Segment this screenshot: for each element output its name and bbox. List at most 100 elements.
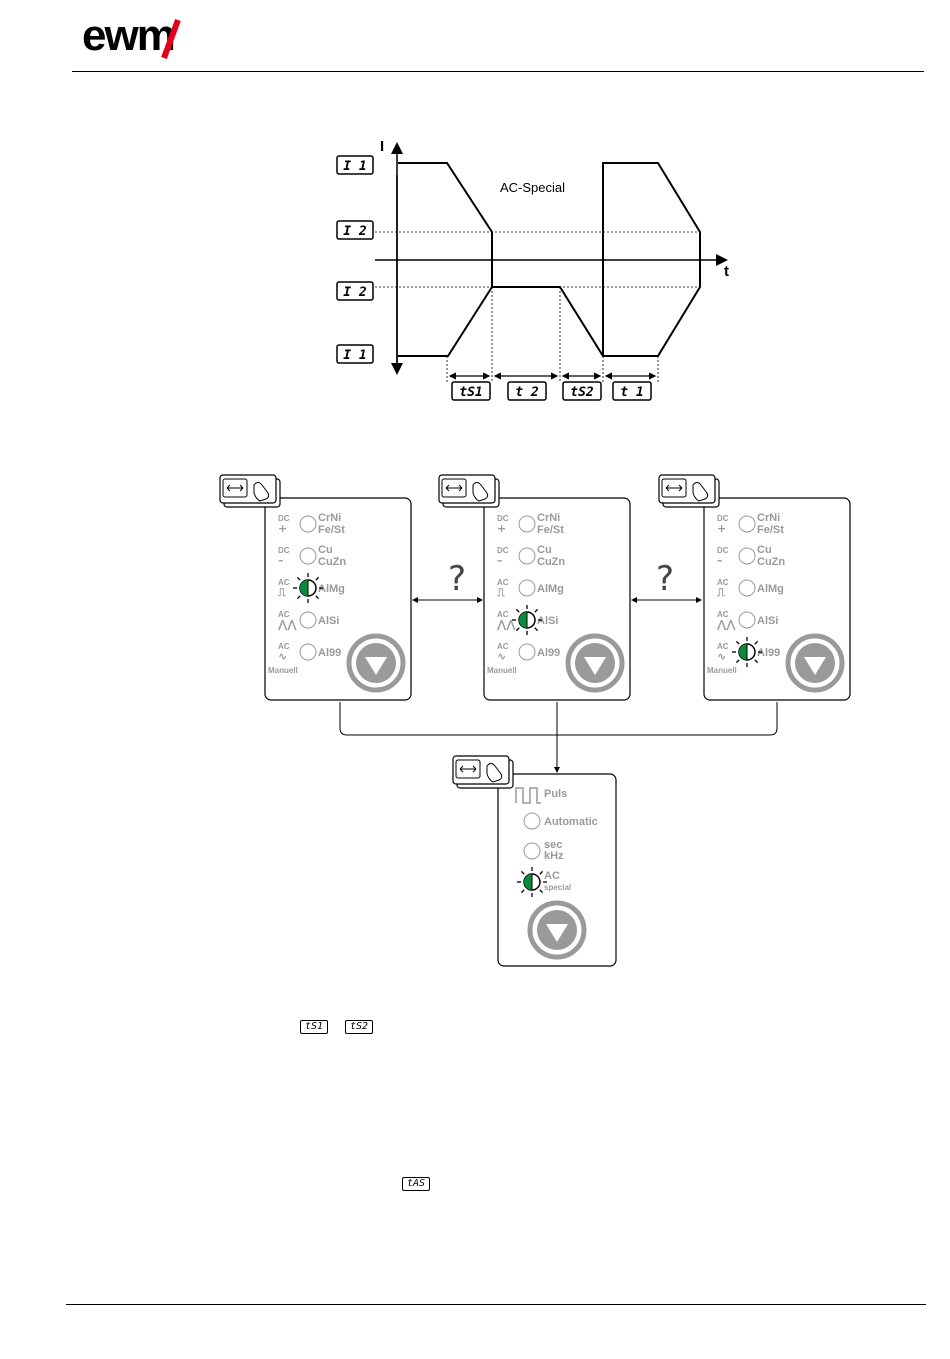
- current-label-i1-bottom: I 1: [336, 344, 374, 364]
- row-sign: ⋀⋀: [278, 618, 297, 631]
- hand-press-icon: [472, 482, 489, 502]
- mode-led: [738, 547, 756, 565]
- row-prefix: AC: [497, 642, 509, 651]
- svg-text:tS1: tS1: [459, 385, 482, 400]
- row-prefix: DC: [497, 514, 509, 523]
- row-label: AlSi: [318, 615, 339, 627]
- row-sign: ⋀⋀: [717, 618, 736, 631]
- time-label-t2: t 2: [507, 381, 547, 401]
- inline-code-ts1: tS1: [300, 1020, 328, 1034]
- row-sign: ∿: [717, 650, 726, 663]
- select-key-3[interactable]: [658, 474, 720, 508]
- inline-code-tas: tAS: [402, 1177, 430, 1191]
- brand-text: ewm: [82, 12, 174, 60]
- hand-press-icon: [253, 482, 270, 502]
- mode-led: [512, 605, 542, 635]
- svg-text:I 2: I 2: [343, 224, 367, 239]
- row-sign: –: [497, 554, 503, 567]
- row-sign: +: [717, 522, 726, 535]
- brand-slash: [161, 18, 181, 60]
- question-mark-2: ?: [656, 559, 674, 599]
- control-panels: DC+CrNiFe/StDC–CuCuZnAC⎍AlMgAC⋀⋀AlSiAC∿A…: [219, 474, 851, 967]
- mode-led: [299, 643, 317, 661]
- row-label: CrNi: [537, 512, 560, 524]
- select-knob-4[interactable]: [527, 900, 587, 960]
- current-time-graph: I t AC-Special I 1 I 2: [336, 138, 729, 401]
- waveform-first: [398, 162, 493, 357]
- hand-press-icon: [692, 482, 709, 502]
- y-axis-label: I: [380, 138, 384, 155]
- mode-led: [299, 547, 317, 565]
- mode-led: [299, 611, 317, 629]
- mode-led: [518, 643, 536, 661]
- row-label: CrNi: [757, 512, 780, 524]
- select-key-4[interactable]: [452, 755, 514, 789]
- hand-press-icon: [486, 763, 503, 783]
- row-sign: –: [278, 554, 284, 567]
- current-label-i2-top: I 2: [336, 220, 374, 240]
- select-knob-2[interactable]: [565, 633, 625, 693]
- pulse-row-label-2: special: [544, 883, 571, 892]
- select-knob-3[interactable]: [785, 633, 845, 693]
- row-prefix: AC: [278, 610, 290, 619]
- header-rule: [72, 71, 924, 72]
- svg-text:I 1: I 1: [343, 348, 366, 363]
- row-label: AlMg: [318, 583, 345, 595]
- row-sign: ∿: [497, 650, 506, 663]
- row-prefix: AC: [717, 578, 729, 587]
- mode-led: [518, 515, 536, 533]
- mode-led: [732, 637, 762, 667]
- row-label: AlSi: [757, 615, 778, 627]
- waveform-second: [492, 162, 701, 357]
- panel-footer-label: Manuell: [487, 666, 517, 675]
- row-prefix: DC: [497, 546, 509, 555]
- row-prefix: DC: [717, 514, 729, 523]
- row-sign: +: [278, 522, 287, 535]
- row-label-2: Fe/St: [537, 524, 564, 536]
- pulse-row-label: Automatic: [544, 816, 598, 828]
- pulse-row-label: sec: [544, 839, 562, 851]
- pulse-led: [523, 842, 541, 860]
- question-mark-1: ?: [448, 559, 466, 599]
- select-knob-1[interactable]: [346, 633, 406, 693]
- select-key-1[interactable]: [219, 474, 281, 508]
- row-label: Al99: [537, 647, 560, 659]
- select-key-2[interactable]: [438, 474, 500, 508]
- row-label: Al99: [757, 647, 780, 659]
- pulse-label: Puls: [544, 788, 567, 800]
- inline-code-ts2: tS2: [345, 1020, 373, 1034]
- pulse-led: [523, 812, 541, 830]
- row-prefix: AC: [717, 642, 729, 651]
- row-sign: ⋀⋀: [497, 618, 516, 631]
- row-label-2: CuZn: [757, 556, 785, 568]
- mode-led: [518, 579, 536, 597]
- pulse-icon: [515, 787, 541, 804]
- time-markers: [446, 287, 659, 382]
- row-sign: ⎍: [716, 586, 725, 599]
- x-axis-label: t: [724, 263, 729, 280]
- row-label: AlMg: [537, 583, 564, 595]
- row-label-2: Fe/St: [318, 524, 345, 536]
- footer-rule: [66, 1304, 926, 1305]
- row-label: Cu: [537, 544, 552, 556]
- svg-text:I 1: I 1: [343, 159, 366, 174]
- panel-footer-label: Manuell: [707, 666, 737, 675]
- row-prefix: DC: [717, 546, 729, 555]
- time-label-ts2: tS2: [562, 381, 602, 401]
- time-label-t1: t 1: [612, 381, 652, 401]
- row-sign: –: [717, 554, 723, 567]
- mode-led: [299, 515, 317, 533]
- row-label: Cu: [318, 544, 333, 556]
- row-label-2: Fe/St: [757, 524, 784, 536]
- panel-connectors: [339, 597, 778, 773]
- svg-text:I 2: I 2: [343, 285, 367, 300]
- graph-title: AC-Special: [500, 180, 565, 195]
- row-sign: ⎍: [277, 586, 286, 599]
- pulse-led: [517, 867, 547, 897]
- row-sign: ⎍: [496, 586, 505, 599]
- panel-footer-label: Manuell: [268, 666, 298, 675]
- row-sign: +: [497, 522, 506, 535]
- row-label: AlMg: [757, 583, 784, 595]
- current-label-i2-bottom: I 2: [336, 281, 374, 301]
